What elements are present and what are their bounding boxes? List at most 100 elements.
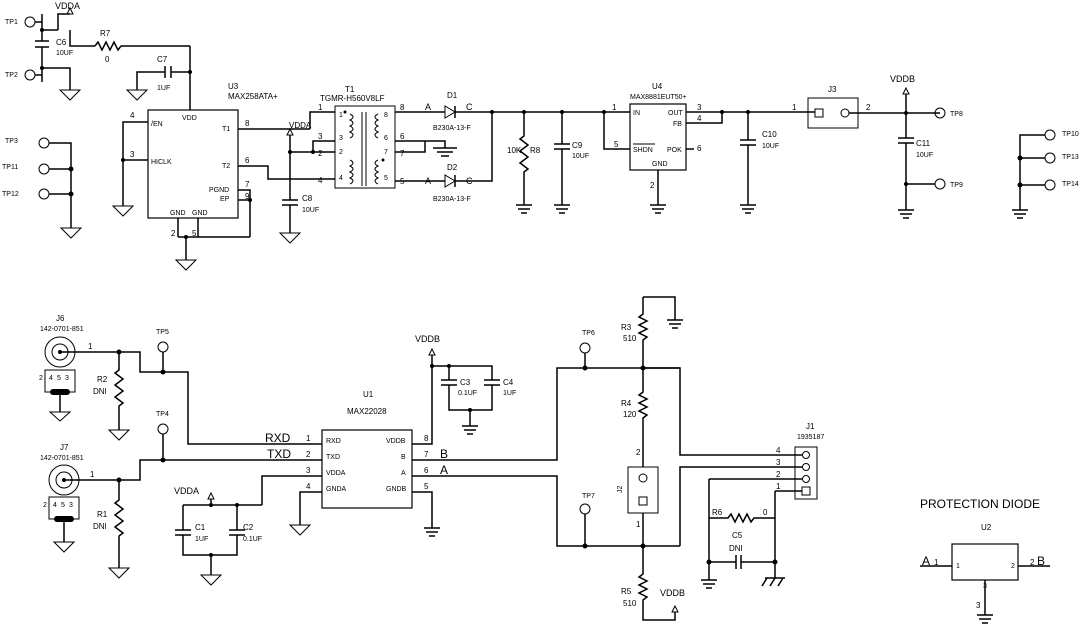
t1-pin6: 6 [400, 132, 405, 141]
protection-diode-title: PROTECTION DIODE [920, 497, 1040, 511]
c7[interactable]: C7 1UF [125, 55, 192, 101]
j2-pin1: 1 [636, 520, 641, 529]
tp14-circle[interactable] [1044, 179, 1056, 191]
t1-ref: T1 [345, 85, 355, 94]
tp7-circle[interactable] [579, 503, 591, 515]
c10[interactable]: C10 10UF [740, 110, 779, 214]
u3-pinnum-ep: 9 [245, 192, 250, 201]
r7-ref: R7 [100, 29, 111, 38]
d1[interactable]: D1 A C B230A-13-F [425, 91, 492, 132]
u1-pin-vdda: VDDA [326, 470, 346, 477]
ab-nets: B A TP6 TP7 [412, 330, 680, 549]
j6-pin-a: 2 [39, 375, 43, 382]
tp3-circle[interactable] [38, 137, 50, 149]
tp4-circle[interactable] [157, 423, 169, 435]
d2[interactable]: D2 A C B230A-13-F [425, 112, 493, 203]
u3-pin-t1: T1 [222, 126, 230, 133]
tp2-circle[interactable] [24, 69, 36, 81]
u4[interactable]: U4 MAX8881EUT50+ IN OUT FB SHDN POK GND … [603, 82, 790, 214]
tp2-label: TP2 [5, 72, 18, 79]
t1-pinbox-2: 2 [339, 149, 343, 156]
d1-anode: A [425, 102, 431, 112]
j6[interactable]: J6 142-0701-851 1 2 4 5 3 [39, 314, 122, 422]
j7-pin-d: 3 [69, 502, 73, 509]
j7[interactable]: J7 142-0701-851 1 2 4 5 3 [40, 443, 122, 553]
tp11-circle[interactable] [38, 163, 50, 175]
u1-pinnum-a: 6 [424, 466, 429, 475]
t1-transformer[interactable]: T1 TGMR-H560V8LF 1 3 2 4 1 3 2 4 8 6 7 5… [309, 85, 457, 189]
r4-ref: R4 [621, 399, 632, 408]
u1-pin-gndb: GNDB [386, 486, 407, 493]
tp6-circle[interactable] [579, 342, 591, 354]
u1[interactable]: U1 MAX22028 RXD TXD VDDA GNDA VDDB B A G… [261, 366, 440, 537]
tp8-circle[interactable] [934, 107, 946, 119]
tp5-label: TP5 [156, 329, 169, 336]
j6-part: 142-0701-851 [40, 326, 84, 333]
r7[interactable]: R7 0 [69, 29, 190, 64]
tp8-label: TP8 [950, 111, 963, 118]
u1-pin-a: A [401, 470, 406, 477]
r8-value: 10K [507, 146, 522, 155]
c11-ref: C11 [916, 139, 931, 148]
c10-value: 10UF [762, 143, 779, 150]
r4-value: 120 [623, 410, 637, 419]
c1-value: 1UF [195, 536, 208, 543]
tp1-circle[interactable] [24, 16, 36, 28]
tp13-circle[interactable] [1044, 152, 1056, 164]
vddb-label-r5: VDDB [660, 588, 685, 598]
c8-ref: C8 [302, 194, 313, 203]
r8-c9-group: 10K R8 C9 10UF [492, 110, 630, 214]
t1-pin5: 5 [400, 177, 405, 186]
u1-pinnum-txd: 2 [306, 450, 311, 459]
u3-pinnum-en: 4 [130, 111, 135, 120]
r1[interactable]: R1 DNI [93, 480, 131, 579]
u1-pin-vddb: VDDB [386, 438, 406, 445]
j3[interactable]: J3 1 2 [790, 85, 940, 129]
j6-pin-c: 5 [57, 375, 61, 382]
vdda-label-t1: VDDA [289, 121, 312, 130]
r6-c5-group: R6 0 C5 DNI [701, 479, 785, 589]
txd-label: TXD [267, 447, 291, 461]
tp14-label: TP14 [1062, 181, 1079, 188]
j6-pin1: 1 [88, 342, 93, 351]
tp3-label: TP3 [5, 138, 18, 145]
t1-pinbox-4: 4 [339, 175, 343, 182]
u1-pinnum-gnda: 4 [306, 482, 311, 491]
u3-pin-en: /EN [151, 121, 163, 128]
tp11-label: TP11 [2, 164, 18, 171]
u3-ref: U3 [228, 82, 239, 91]
u3-pinnum-t1: 8 [245, 119, 250, 128]
t1-pinbox-7: 7 [384, 149, 388, 156]
tp12-circle[interactable] [38, 188, 50, 200]
u4-pin-shdn: SHDN [633, 147, 653, 154]
j3-ref: J3 [828, 85, 837, 94]
u4-pinnum-out: 3 [697, 103, 702, 112]
u4-pinnum-pok: 6 [697, 144, 702, 153]
j1[interactable]: J1 1935187 4 3 2 1 [643, 367, 824, 546]
r1-ref: R1 [97, 510, 108, 519]
u3-pin-pgnd: PGND [209, 187, 229, 194]
j7-pin1: 1 [90, 470, 95, 479]
u4-pinnum-in: 1 [612, 103, 617, 112]
r2[interactable]: R2 DNI [93, 352, 131, 441]
u3-pin-vdd: VDD [182, 115, 197, 122]
t1-pin2: 2 [318, 149, 323, 158]
u4-ref: U4 [652, 82, 663, 91]
u1-part: MAX22028 [347, 407, 387, 416]
u3[interactable]: U3 MAX258ATA+ VDD /EN HICLK T1 T2 PGND E… [111, 46, 335, 271]
j2-ref: J2 [617, 486, 624, 494]
b-label: B [440, 447, 448, 461]
u1-pinnum-b: 7 [424, 450, 429, 459]
tp10-circle[interactable] [1044, 129, 1056, 141]
u3-pinnum-t2: 6 [245, 156, 250, 165]
c2-ref: C2 [243, 523, 254, 532]
r1-value: DNI [93, 522, 107, 531]
u4-pin-pok: POK [667, 147, 682, 154]
tp9-circle[interactable] [934, 178, 946, 190]
tp5-circle[interactable] [157, 341, 169, 353]
j6-pin-d: 3 [65, 375, 69, 382]
u3-pinnum-gnd2: 5 [192, 229, 197, 238]
c8-value: 10UF [302, 207, 319, 214]
protection-diode-block[interactable]: PROTECTION DIODE U2 A 1 1 B 2 2 3 3 [920, 497, 1050, 624]
c11-value: 10UF [916, 152, 933, 159]
